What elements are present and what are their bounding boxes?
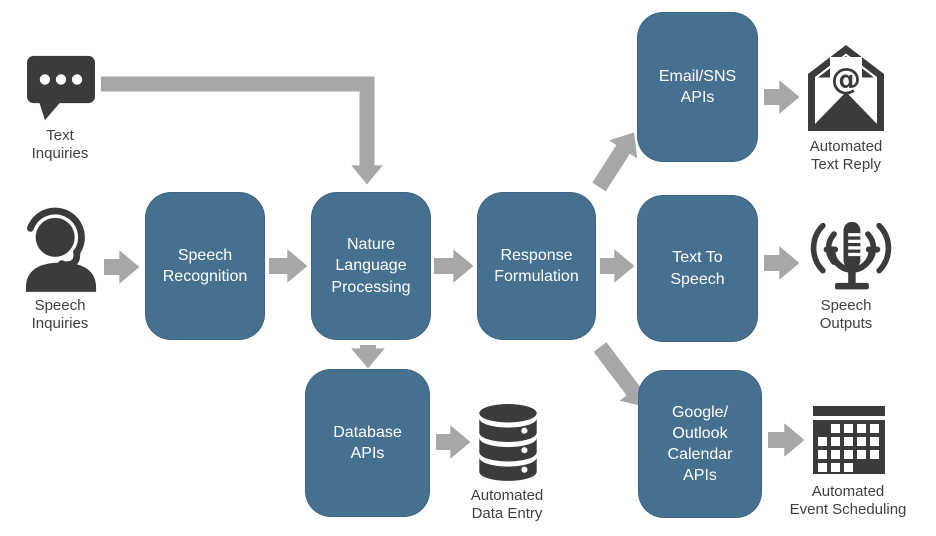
at-sign-glyph: @ — [831, 62, 861, 97]
headset-agent-icon — [25, 207, 97, 292]
node-response-formulation-label: Response Formulation — [494, 246, 579, 285]
microphone-icon — [810, 221, 892, 290]
node-google-outlook-calendar-apis: Google/ Outlook Calendar APIs — [638, 370, 762, 518]
arrow-text-inquiries-to-nlp — [101, 76, 383, 185]
node-nature-language-processing: Nature Language Processing — [311, 192, 431, 340]
caption-automated-event-scheduling: Automated Event Scheduling — [789, 483, 907, 518]
node-email-sns-apis: Email/SNS APIs — [637, 12, 758, 162]
node-email-sns-apis-label: Email/SNS APIs — [658, 67, 737, 106]
caption-automated-text-reply: Automated Text Reply — [809, 138, 883, 173]
chat-bubble-icon — [27, 55, 95, 121]
node-nature-language-processing-label: Nature Language Processing — [331, 236, 411, 296]
node-google-outlook-calendar-apis-label: Google/ Outlook Calendar APIs — [667, 403, 733, 485]
node-speech-recognition: Speech Recognition — [145, 192, 265, 340]
node-text-to-speech: Text To Speech — [637, 195, 758, 342]
open-email-icon: @ — [808, 45, 884, 131]
node-speech-recognition-label: Speech Recognition — [162, 246, 248, 285]
caption-automated-data-entry: Automated Data Entry — [470, 487, 544, 522]
calendar-icon — [813, 406, 885, 474]
node-database-apis-label: Database APIs — [333, 423, 402, 462]
arrow-response-formulation-to-email-sns — [592, 132, 638, 192]
arrow-response-formulation-to-calendar-apis — [593, 342, 647, 407]
caption-speech-outputs: Speech Outputs — [819, 297, 873, 332]
node-response-formulation: Response Formulation — [477, 192, 596, 340]
database-icon — [479, 404, 537, 481]
node-text-to-speech-label: Text To Speech — [670, 249, 725, 288]
caption-speech-inquiries: Speech Inquiries — [31, 297, 89, 332]
node-database-apis: Database APIs — [305, 369, 430, 517]
caption-text-inquiries: Text Inquiries — [31, 127, 89, 162]
